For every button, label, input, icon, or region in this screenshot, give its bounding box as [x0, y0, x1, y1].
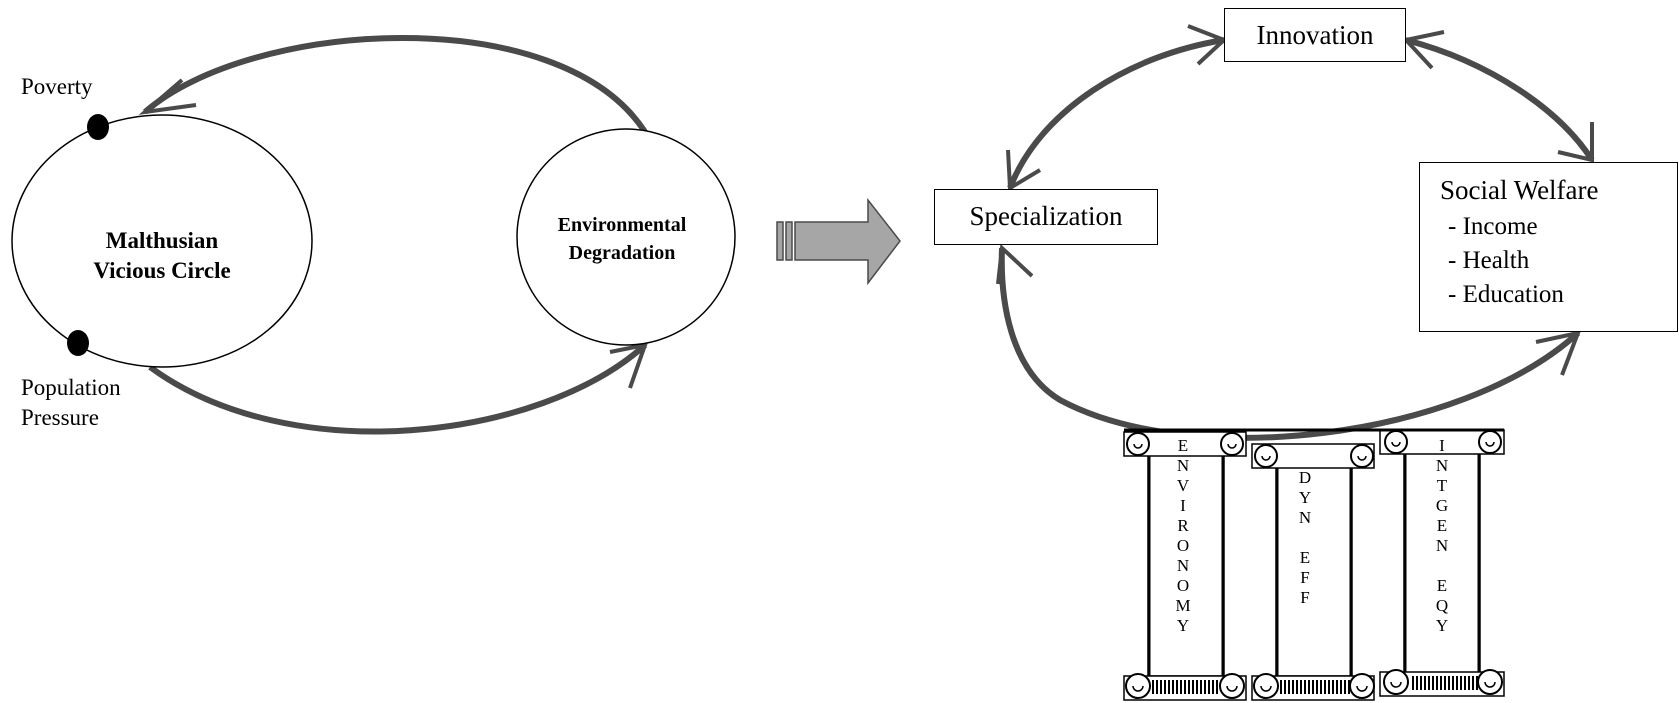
pillar-letter: T — [1436, 476, 1448, 495]
cycle-arrow-bottom — [148, 342, 648, 435]
pillar-letter: G — [1435, 496, 1449, 515]
arrowhead-top — [138, 78, 197, 115]
social-welfare-title: Social Welfare — [1440, 175, 1599, 205]
degradation-circle — [516, 128, 736, 346]
innovation-label: Innovation — [1256, 20, 1374, 50]
arrow-innov-to-welfare — [1405, 37, 1595, 162]
poverty-label: Poverty — [21, 74, 93, 99]
population-label-line1: Population — [21, 375, 121, 400]
pillar-letter: M — [1175, 596, 1191, 615]
welfare-item-health: - Health — [1448, 247, 1530, 274]
poverty-dot — [87, 114, 109, 140]
welfare-item-income: - Income — [1448, 213, 1538, 240]
specialization-box: Specialization — [934, 189, 1158, 245]
population-dot — [67, 330, 89, 356]
pillar-letter: E — [1436, 576, 1448, 595]
pillar-letter: O — [1176, 576, 1190, 595]
cycle-arrow-top — [143, 35, 648, 134]
pillar-letter: D — [1298, 468, 1312, 487]
pillar-letter: N — [1435, 456, 1449, 475]
pillar-letter — [1432, 556, 1452, 576]
arrowhead-bottom — [609, 342, 649, 389]
pillar-environomy — [1123, 429, 1247, 701]
malthusian-circle — [11, 114, 313, 368]
specialization-label: Specialization — [969, 201, 1123, 231]
social-welfare-box: Social Welfare - Income - Health - Educa… — [1419, 162, 1678, 332]
pillar-letter: V — [1176, 476, 1190, 495]
malthusian-title-line2: Vicious Circle — [93, 258, 231, 283]
pillar-letter: N — [1435, 536, 1449, 555]
arrow-spec-to-innov — [1007, 37, 1225, 190]
pillar-letter: N — [1298, 508, 1312, 527]
malthusian-title-line1: Malthusian — [105, 228, 219, 253]
pillar-letter: E — [1177, 436, 1189, 455]
arrowhead-welfare-bottom — [1535, 330, 1582, 376]
pillar-letter — [1295, 528, 1315, 548]
degradation-title-line2: Degradation — [568, 242, 676, 264]
innovation-box: Innovation — [1224, 8, 1406, 62]
pillar-letter: I — [1439, 436, 1445, 455]
transition-arrow — [776, 197, 901, 286]
population-label-line2: Pressure — [21, 405, 99, 430]
pillar-dyn-eff — [1251, 443, 1375, 701]
pillar-letter: E — [1299, 548, 1311, 567]
degradation-title-line1: Environmental — [557, 214, 687, 236]
pillar-letter: E — [1436, 516, 1448, 535]
arrow-welfare-to-spec — [998, 247, 1581, 441]
welfare-item-education: - Education — [1448, 281, 1564, 308]
arrowhead-innov-right — [1402, 30, 1445, 70]
pillar-letter: Y — [1298, 488, 1312, 507]
pillar-letter: N — [1176, 556, 1190, 575]
pillar-letter: O — [1176, 536, 1190, 555]
pillar-letter: N — [1176, 456, 1190, 475]
arrowhead-spec-top — [1006, 149, 1042, 192]
arrowhead-spec-bottom — [996, 243, 1034, 285]
pillar-letter: F — [1300, 588, 1310, 607]
pillar-letter: F — [1300, 568, 1310, 587]
arrowhead-welfare-top — [1557, 122, 1594, 163]
pillar-letter: Q — [1435, 596, 1449, 615]
pillar-letter: I — [1180, 496, 1186, 515]
pillar-letter: R — [1177, 516, 1189, 535]
pillar-letter: Y — [1435, 616, 1449, 635]
pillar-letter: Y — [1176, 616, 1190, 635]
